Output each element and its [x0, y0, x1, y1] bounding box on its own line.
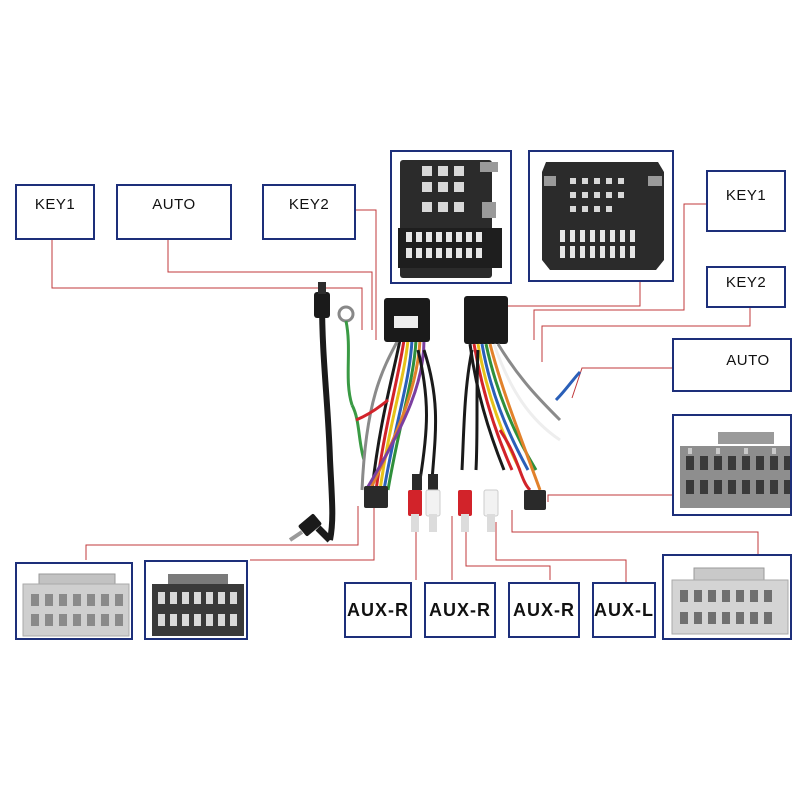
label-aux-l: AUX-L	[592, 582, 656, 638]
leader-right-iso	[547, 494, 672, 502]
quadlock-connector-icon	[398, 160, 502, 278]
leader-aux-r3	[465, 520, 551, 580]
label-left-key1: KEY1	[15, 184, 95, 240]
label-right-key2: KEY2	[706, 266, 786, 308]
leader-bottom-right-iso	[511, 510, 759, 556]
label-aux-r2-text: AUX-R	[429, 599, 491, 620]
top-right-connector-photo	[528, 150, 674, 282]
left-harness	[355, 339, 438, 491]
antenna-plug	[314, 292, 330, 318]
leader-left-auto	[167, 240, 373, 330]
right-bottom-connector	[524, 490, 546, 510]
leader-lines	[51, 203, 759, 582]
right-harness	[460, 343, 582, 492]
leader-bottom-gray-iso	[85, 506, 359, 560]
leader-top-right-connector	[499, 282, 641, 318]
top-left-connector-photo	[390, 150, 512, 284]
label-aux-r3-text: AUX-R	[513, 599, 575, 620]
leader-aux-l	[495, 522, 627, 582]
right-top-connector	[464, 296, 508, 344]
label-aux-r1-text: AUX-R	[347, 599, 409, 620]
label-right-auto-text: AUTO	[726, 351, 770, 369]
label-left-key2-text: KEY2	[288, 195, 330, 213]
leader-right-key1	[533, 203, 708, 340]
audio-jack-icon	[288, 514, 322, 542]
left-audio-cable	[288, 282, 366, 543]
label-aux-r2: AUX-R	[424, 582, 496, 638]
iso-plug-icon	[680, 432, 790, 508]
label-left-key1-text: KEY1	[34, 195, 76, 213]
left-bottom-connector	[364, 486, 388, 508]
leader-left-key1	[51, 240, 363, 330]
rca-plug-icon	[458, 489, 499, 532]
leader-left-key2	[356, 209, 377, 340]
iso-plug-icon	[671, 567, 789, 635]
label-right-key2-text: KEY2	[725, 273, 767, 291]
bottom-left-dark-connector-photo	[144, 560, 248, 640]
iso-plug-icon	[152, 574, 244, 636]
label-left-key2: KEY2	[262, 184, 356, 240]
rca-plug-icon	[408, 489, 441, 532]
bottom-left-gray-connector-photo	[15, 562, 133, 640]
leader-bottom-dark-iso	[250, 506, 375, 561]
label-right-key1-text: KEY1	[725, 186, 767, 204]
bottom-right-connector-photo	[662, 554, 792, 640]
label-left-auto-text: AUTO	[152, 195, 196, 213]
quadlock-connector-icon	[542, 162, 664, 270]
ground-ring	[337, 305, 355, 323]
label-left-auto: AUTO	[116, 184, 232, 240]
leader-right-auto	[571, 367, 674, 399]
label-aux-r1: AUX-R	[344, 582, 412, 638]
label-aux-r3: AUX-R	[508, 582, 580, 638]
label-right-auto: AUTO	[672, 338, 792, 392]
leader-right-key2	[541, 306, 751, 362]
right-middle-connector-photo	[672, 414, 792, 516]
iso-plug-icon	[22, 573, 130, 637]
label-right-key1: KEY1	[706, 170, 786, 232]
label-aux-l-text: AUX-L	[594, 599, 654, 620]
